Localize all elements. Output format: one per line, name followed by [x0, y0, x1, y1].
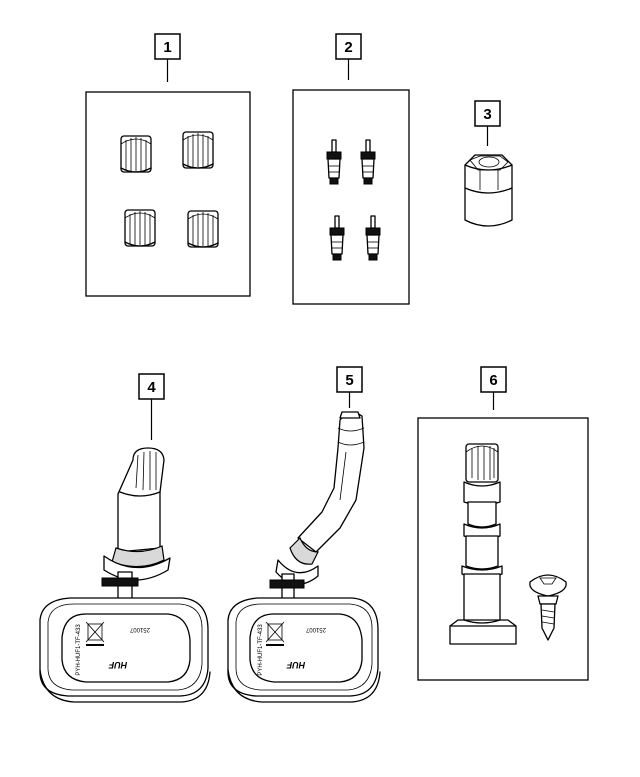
callout-6-number: 6 — [489, 372, 497, 389]
callout-5-number: 5 — [345, 372, 353, 389]
crossed-bin-icon — [85, 621, 105, 646]
valve-stem-kit-box — [417, 417, 589, 681]
sensor-part-number: 251007 — [129, 626, 150, 632]
sensor-side-code: PYH-HUF1-TF-433 — [76, 624, 82, 676]
callout-2: 2 — [335, 33, 362, 80]
valve-cap-top-left — [120, 135, 152, 173]
valve-cap-bottom-left — [124, 209, 156, 247]
callout-1-number: 1 — [163, 39, 171, 56]
tpms-sensor-rubber-stem: 251007 PYH-HUF1-TF-433 HUF — [39, 447, 211, 703]
sensor-brand-label: HUF — [108, 660, 127, 670]
callout-6: 6 — [480, 366, 507, 410]
sensor-part-number: 251007 — [305, 626, 326, 632]
callout-4-number: 4 — [147, 379, 156, 396]
callout-2-number: 2 — [344, 39, 352, 56]
crossed-bin-icon — [265, 621, 285, 646]
callout-3: 3 — [474, 100, 501, 146]
sensor-side-code: PYH-HUF1-TF-433 — [258, 624, 264, 676]
callout-4: 4 — [138, 373, 165, 440]
callout-5: 5 — [336, 366, 363, 408]
torx-screw — [529, 574, 567, 641]
valve-cap-bottom-right — [187, 210, 219, 248]
hex-nut — [464, 154, 513, 227]
valve-caps-box — [85, 91, 251, 297]
valve-cores-box — [292, 89, 410, 305]
callout-3-number: 3 — [483, 106, 491, 123]
tpms-sensor-metal-stem: 251007 PYH-HUF1-TF-433 HUF — [227, 411, 381, 703]
sensor-brand-label: HUF — [286, 660, 305, 670]
valve-cap-top-right — [182, 131, 214, 169]
callout-1: 1 — [154, 33, 181, 82]
